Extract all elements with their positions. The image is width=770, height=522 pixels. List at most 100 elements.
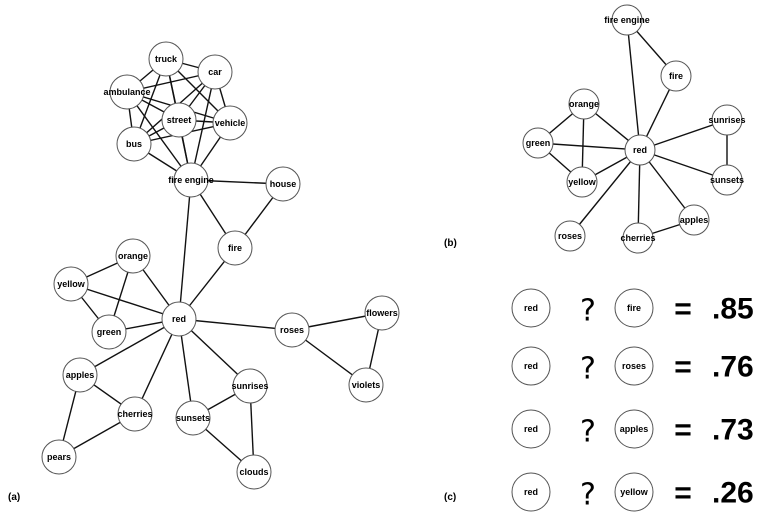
- similarity-row: red? apples = .73: [511, 409, 754, 450]
- node-label: fire engine: [604, 15, 650, 25]
- node-label: sunrises: [231, 381, 268, 391]
- node-circle: [622, 222, 654, 254]
- node-label: clouds: [239, 467, 268, 477]
- panel-a-node-vehicle: vehicle: [212, 105, 248, 141]
- node-circle: [660, 60, 692, 92]
- panel-a-node-green: green: [91, 314, 127, 350]
- node-circle: [624, 134, 656, 166]
- panel-a-node-sunrises: sunrises: [231, 368, 269, 404]
- node-circle: [522, 127, 554, 159]
- node-circle: [217, 230, 253, 266]
- row-right-label: apples: [620, 424, 649, 434]
- panel-a-node-ambulance: ambulance: [103, 74, 151, 110]
- question-mark: ?: [580, 294, 596, 329]
- node-circle: [62, 357, 98, 393]
- panel-a-edge-red-apples: [79, 318, 180, 376]
- node-circle: [236, 454, 272, 490]
- similarity-score: .73: [712, 414, 754, 447]
- row-right-node: yellow: [614, 472, 654, 512]
- row-right-label: fire: [627, 303, 641, 313]
- node-label: sunsets: [710, 175, 744, 185]
- panel-a-node-house: house: [265, 166, 301, 202]
- panel-b-nodes: fire enginefireorangesunrisesgreenredyel…: [522, 4, 746, 254]
- node-label: bus: [126, 139, 142, 149]
- panel-b-node-sunsets: sunsets: [710, 164, 744, 196]
- panel-b-label: (b): [444, 238, 457, 249]
- node-label: flowers: [366, 308, 398, 318]
- node-circle: [161, 102, 197, 138]
- node-circle: [161, 301, 197, 337]
- node-label: street: [167, 115, 192, 125]
- row-right-node: roses: [614, 346, 654, 386]
- node-label: orange: [118, 251, 148, 261]
- node-label: roses: [558, 231, 582, 241]
- node-label: red: [172, 314, 186, 324]
- node-label: green: [97, 327, 122, 337]
- node-label: cherries: [620, 233, 655, 243]
- question-mark: ?: [580, 478, 596, 513]
- node-label: cherries: [117, 409, 152, 419]
- node-label: truck: [155, 54, 178, 64]
- node-circle: [91, 314, 127, 350]
- panel-a-node-apples: apples: [62, 357, 98, 393]
- node-circle: [274, 312, 310, 348]
- node-label: roses: [280, 325, 304, 335]
- equals-sign: =: [674, 477, 692, 510]
- node-label: yellow: [57, 279, 86, 289]
- panel-a-node-clouds: clouds: [236, 454, 272, 490]
- node-label: apples: [66, 370, 95, 380]
- panel-a-label: (a): [8, 492, 20, 503]
- panel-a-edge-ambulance-fire-engine: [126, 91, 192, 181]
- row-left-node: red: [511, 288, 551, 328]
- panel-b-edge-green-red: [537, 142, 641, 151]
- panel-a-node-bus: bus: [116, 126, 152, 162]
- node-circle: [265, 166, 301, 202]
- row-left-node: red: [511, 472, 551, 512]
- question-mark: ?: [580, 415, 596, 450]
- equals-sign: =: [674, 293, 692, 326]
- node-label: orange: [569, 99, 599, 109]
- panel-a-nodes: truck car ambulance street vehicle bus fire en…: [41, 41, 400, 490]
- node-circle: [116, 126, 152, 162]
- panel-a-node-street: street: [161, 102, 197, 138]
- node-circle: [611, 4, 643, 36]
- panel-a-node-truck: truck: [148, 41, 184, 77]
- panel-a-node-yellow: yellow: [53, 266, 89, 302]
- node-label: apples: [680, 215, 709, 225]
- panel-a-node-roses: roses: [274, 312, 310, 348]
- equals-sign: =: [674, 414, 692, 447]
- row-left-label: red: [524, 361, 538, 371]
- row-right-label: roses: [622, 361, 646, 371]
- node-circle: [115, 238, 151, 274]
- node-label: vehicle: [215, 118, 246, 128]
- panel-c-similarity-rows: red?fire=.85red?roses=.76red?apples=.73r…: [511, 288, 754, 513]
- row-right-node: fire: [614, 288, 654, 328]
- panel-a-edge-yellow-red: [70, 283, 180, 320]
- question-mark: ?: [580, 352, 596, 387]
- row-left-label: red: [524, 424, 538, 434]
- panel-a-node-car: car: [197, 54, 233, 90]
- row-left-label: red: [524, 487, 538, 497]
- panel-a-node-fire: fire: [217, 230, 253, 266]
- panel-a-edge-fire-engine-red: [178, 179, 192, 320]
- similarity-row: red?roses=.76: [511, 346, 754, 387]
- panel-b-edge-fire-engine-red: [626, 19, 641, 151]
- node-label: fire engine: [168, 175, 214, 185]
- node-label: car: [208, 67, 222, 77]
- panel-b-node-yellow: yellow: [566, 166, 598, 198]
- node-circle: [711, 164, 743, 196]
- node-label: house: [270, 179, 297, 189]
- node-circle: [554, 220, 586, 252]
- node-label: violets: [352, 380, 381, 390]
- node-circle: [109, 74, 145, 110]
- node-label: pears: [47, 452, 71, 462]
- row-right-label: yellow: [620, 487, 649, 497]
- similarity-row: red?yellow=.26: [511, 472, 754, 513]
- node-circle: [568, 88, 600, 120]
- node-label: sunsets: [176, 413, 210, 423]
- node-circle: [148, 41, 184, 77]
- panel-a-node-pears: pears: [41, 439, 77, 475]
- panel-b-node-roses: roses: [554, 220, 586, 252]
- panel-b-node-apples: apples: [678, 204, 710, 236]
